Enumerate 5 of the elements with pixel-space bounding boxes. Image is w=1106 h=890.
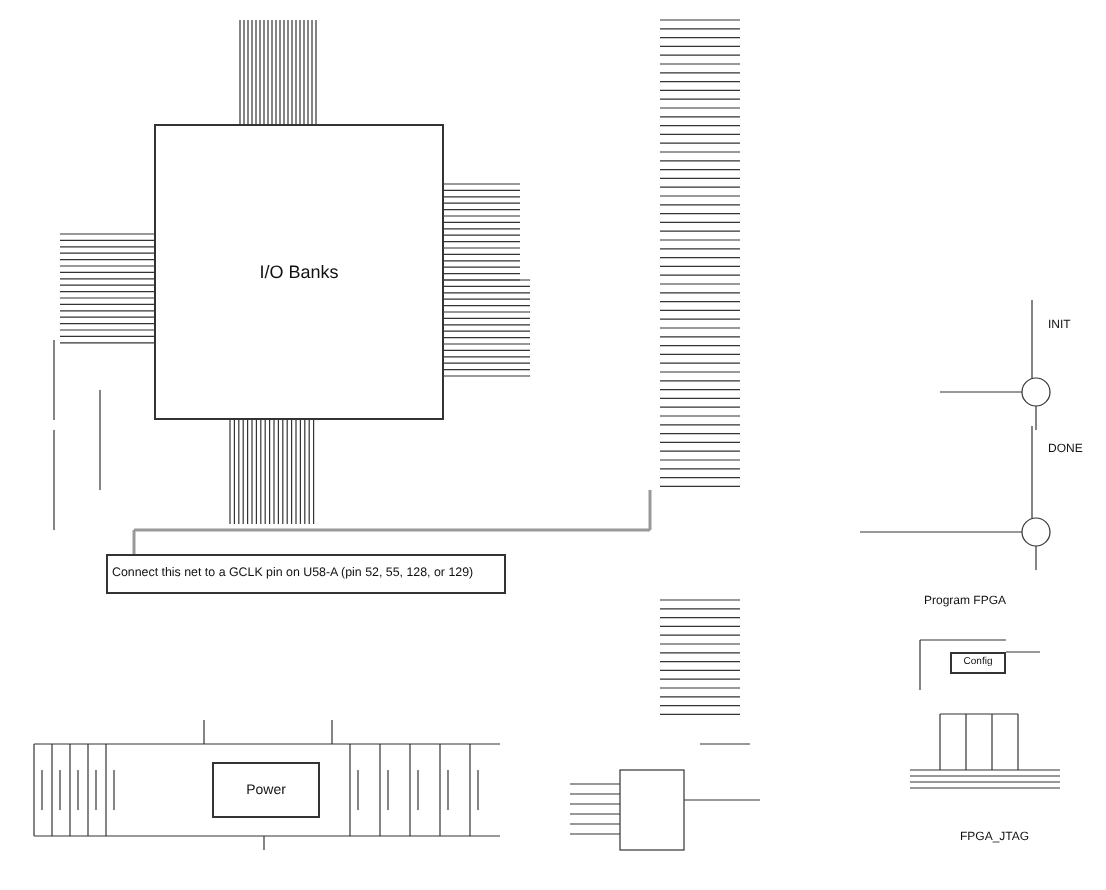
chip-label: I/O Banks xyxy=(257,263,341,281)
chip-symbol xyxy=(212,762,320,818)
note-box xyxy=(106,554,506,594)
chip-symbol xyxy=(950,652,1006,674)
chip-symbol xyxy=(154,124,444,420)
